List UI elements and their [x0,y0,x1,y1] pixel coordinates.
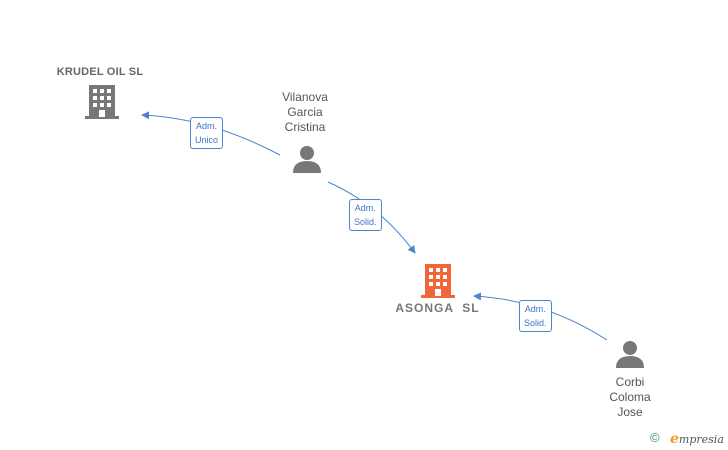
person-name-line: Coloma [609,390,651,404]
person-name-line: Garcia [287,105,323,119]
person-vilanova-label[interactable]: Vilanova Garcia Cristina [260,90,350,135]
person-corbi-label[interactable]: Corbi Coloma Jose [590,375,670,420]
edge-label-adm-solid-corbi[interactable]: Adm. Solid. [519,300,552,332]
person-icon[interactable] [615,340,645,368]
edge-label-line: Adm. [524,304,546,314]
edge-label-line: Solid. [354,217,377,227]
brand-rest: mpresia [678,433,724,446]
person-name-line: Cristina [284,120,326,134]
person-name-line: Corbi [615,375,645,389]
building-icon[interactable] [85,83,119,119]
company-asonga-label[interactable]: ASONGA SL [395,301,480,315]
edge-label-adm-solid-vilanova[interactable]: Adm. Solid. [349,199,382,231]
company-krudel-label[interactable]: KRUDEL OIL SL [56,66,144,78]
edge-label-adm-unico[interactable]: Adm. Unico [190,117,224,149]
person-name-line: Jose [617,405,643,419]
brand-initial: e [670,431,679,447]
person-icon[interactable] [292,145,322,173]
edge-label-line: Adm. [196,121,218,131]
brand-logo[interactable]: empresia [670,431,724,447]
building-icon[interactable] [421,262,455,298]
copyright-icon: © [650,430,660,445]
edge-label-line: Adm. [354,203,376,213]
edge-label-line: Solid. [524,318,547,328]
edge-label-line: Unico [195,135,219,145]
person-name-line: Vilanova [282,90,328,104]
